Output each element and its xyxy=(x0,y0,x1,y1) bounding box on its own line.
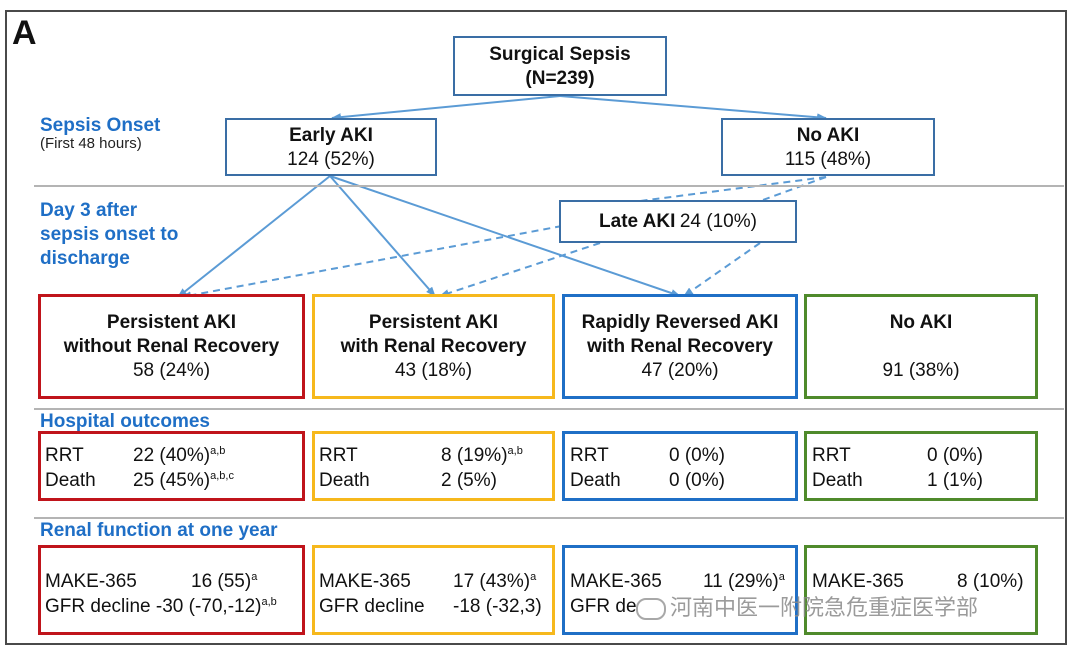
group-title-line1: Rapidly Reversed AKI xyxy=(581,312,779,333)
hospital-box-persistent-recovery: RRT 8 (19%)a,b Death 2 (5%) xyxy=(312,431,555,501)
hospital-box-no-aki: RRT 0 (0%) Death 1 (1%) xyxy=(804,431,1038,501)
make-value: 11 (29%)a xyxy=(703,571,785,592)
death-label: Death xyxy=(570,470,621,491)
gfr-label: GFR decline xyxy=(319,596,425,617)
hospital-box-persistent-no-recovery: RRT 22 (40%)a,b Death 25 (45%)a,b,c xyxy=(38,431,305,501)
group-box-rapidly-reversed: Rapidly Reversed AKI with Renal Recovery… xyxy=(562,294,798,399)
sepsis-onset-sublabel: (First 48 hours) xyxy=(40,135,142,152)
make-label: MAKE-365 xyxy=(319,571,411,592)
rrt-value: 0 (0%) xyxy=(669,445,725,466)
death-label: Death xyxy=(812,470,863,491)
dash-noaki-to-late-2 xyxy=(759,176,827,202)
renal-box-rapidly-reversed: MAKE-365 11 (29%)a GFR de xyxy=(562,545,798,635)
day3-label-line2: sepsis onset to xyxy=(40,224,179,245)
arrow-top-to-noaki xyxy=(559,95,827,122)
group-title-line2: without Renal Recovery xyxy=(63,336,280,357)
make-label: MAKE-365 xyxy=(570,571,662,592)
rrt-label: RRT xyxy=(319,445,358,466)
hospital-outcomes-label: Hospital outcomes xyxy=(40,411,210,432)
rrt-value: 0 (0%) xyxy=(927,445,983,466)
dash-noaki-to-late-1 xyxy=(639,176,827,202)
early-aki-value: 124 (52%) xyxy=(287,149,375,170)
rrt-label: RRT xyxy=(812,445,851,466)
late-aki-title: Late AKI xyxy=(599,211,676,232)
arrow-early-to-persistent-r xyxy=(329,175,436,297)
death-value: 0 (0%) xyxy=(669,470,725,491)
watermark: 河南中医一附院急危重症医学部 xyxy=(636,590,978,622)
gfr-value: -18 (-32,3) xyxy=(453,596,542,617)
rrt-label: RRT xyxy=(570,445,609,466)
late-aki-value: 24 (10%) xyxy=(679,211,757,232)
renal-box-no-aki: MAKE-365 8 (10%) xyxy=(804,545,1038,635)
arrow-top-to-early xyxy=(331,95,561,122)
group-title-line2 xyxy=(807,335,1035,359)
day3-label-line3: discharge xyxy=(40,248,130,269)
divider-2 xyxy=(34,408,1064,410)
late-aki-box: Late AKI 24 (10%) xyxy=(559,200,797,243)
dash-late-to-rapid xyxy=(683,242,761,297)
death-value: 2 (5%) xyxy=(441,470,497,491)
sepsis-onset-label: Sepsis Onset xyxy=(40,115,161,136)
no-aki-top-box: No AKI 115 (48%) xyxy=(721,118,935,176)
death-label: Death xyxy=(319,470,370,491)
early-aki-box: Early AKI 124 (52%) xyxy=(225,118,437,176)
group-title-line2: with Renal Recovery xyxy=(340,336,527,357)
death-value: 1 (1%) xyxy=(927,470,983,491)
renal-box-persistent-recovery: MAKE-365 17 (43%)a GFR decline -18 (-32,… xyxy=(312,545,555,635)
divider-3 xyxy=(34,517,1064,519)
make-value: 17 (43%)a xyxy=(453,571,537,592)
renal-box-persistent-no-recovery: MAKE-365 16 (55)a GFR decline -30 (-70,-… xyxy=(38,545,305,635)
gfr-row: GFR decline -30 (-70,-12)a,b xyxy=(45,596,277,617)
chat-bubble-icon xyxy=(636,598,666,621)
arrow-early-to-persistent-nr xyxy=(177,175,331,298)
group-title-line1: No AKI xyxy=(889,312,953,333)
no-aki-top-title: No AKI xyxy=(796,125,860,146)
make-label: MAKE-365 xyxy=(45,571,137,592)
group-value: 43 (18%) xyxy=(394,360,473,381)
group-value: 91 (38%) xyxy=(882,360,960,381)
group-value: 58 (24%) xyxy=(132,360,211,381)
make-label: MAKE-365 xyxy=(812,571,904,592)
renal-function-label: Renal function at one year xyxy=(40,520,278,541)
panel-letter: A xyxy=(12,14,37,52)
rrt-value: 8 (19%)a,b xyxy=(441,445,523,466)
gfr-label: GFR decline xyxy=(45,596,151,617)
group-title-line2: with Renal Recovery xyxy=(587,336,773,357)
make-value: 16 (55)a xyxy=(191,571,258,592)
rrt-label: RRT xyxy=(45,445,84,466)
group-box-no-aki: No AKI 91 (38%) xyxy=(804,294,1038,399)
surgical-sepsis-title: Surgical Sepsis xyxy=(489,44,631,65)
surgical-sepsis-box: Surgical Sepsis (N=239) xyxy=(453,36,667,96)
group-box-persistent-no-recovery: Persistent AKI without Renal Recovery 58… xyxy=(38,294,305,399)
dash-late-to-persistent-nr xyxy=(181,225,563,300)
make-value: 8 (10%) xyxy=(957,571,1024,592)
group-box-persistent-recovery: Persistent AKI with Renal Recovery 43 (1… xyxy=(312,294,555,399)
group-title-line1: Persistent AKI xyxy=(368,312,499,333)
arrow-early-to-rapid xyxy=(329,175,681,297)
rrt-value: 22 (40%)a,b xyxy=(133,445,226,466)
divider-1 xyxy=(34,185,1064,187)
day3-label-line1: Day 3 after xyxy=(40,200,138,221)
dash-late-to-persistent-r xyxy=(439,242,601,297)
group-value: 47 (20%) xyxy=(641,360,719,381)
figure-frame xyxy=(5,10,1067,645)
death-value: 25 (45%)a,b,c xyxy=(133,470,234,491)
gfr-label: GFR de xyxy=(570,596,637,617)
gfr-value: -30 (-70,-12) xyxy=(155,596,262,617)
surgical-sepsis-n: (N=239) xyxy=(525,68,595,89)
no-aki-top-value: 115 (48%) xyxy=(784,149,872,170)
group-title-line1: Persistent AKI xyxy=(106,312,237,333)
death-label: Death xyxy=(45,470,96,491)
hospital-box-rapidly-reversed: RRT 0 (0%) Death 0 (0%) xyxy=(562,431,798,501)
early-aki-title: Early AKI xyxy=(289,125,373,146)
watermark-text: 河南中医一附院急危重症医学部 xyxy=(670,595,979,620)
